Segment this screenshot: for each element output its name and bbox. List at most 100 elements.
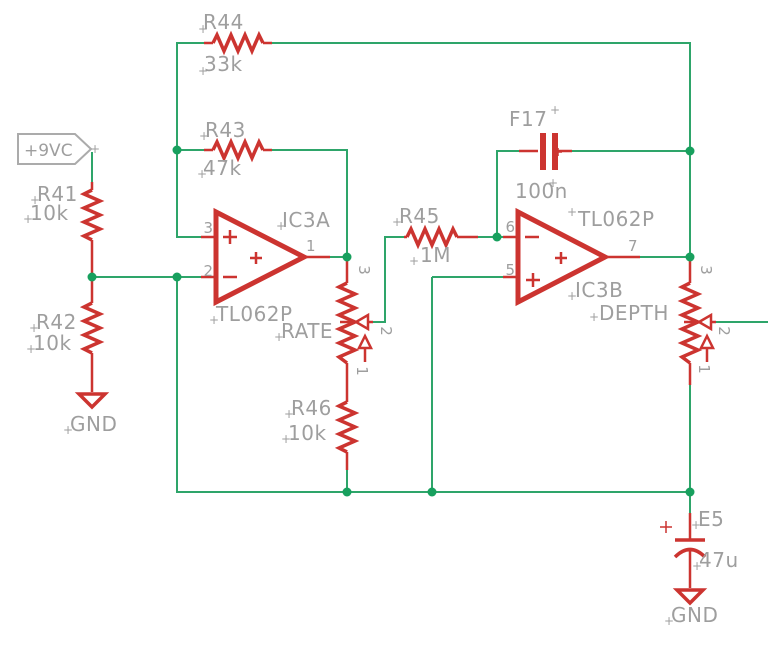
refdes: R44 [203, 10, 244, 34]
resistor-r41[interactable]: R41 10k + + [23, 182, 102, 242]
refdes: R43 [205, 118, 246, 142]
resistor-r44[interactable]: R44 33k + + [198, 10, 265, 78]
opamp-triangle [515, 207, 611, 307]
origin-cross: + [664, 614, 674, 628]
resistor-symbol [211, 33, 265, 53]
junction-dot [492, 232, 502, 242]
junction-dot [685, 487, 695, 497]
origin-cross: + [23, 212, 33, 226]
refdes: IC3A [282, 208, 330, 232]
resistor-r42[interactable]: R42 10k + + [26, 301, 102, 356]
gnd-label: GND [70, 412, 117, 436]
refdes: RATE [281, 319, 333, 343]
wire-r43-to-opamp-a-out[interactable] [272, 149, 348, 257]
origin-cross: + [198, 64, 208, 78]
resistor-symbol [82, 188, 102, 242]
wiper-arrow [696, 312, 713, 332]
noninv-plus-mark [526, 273, 540, 287]
junction-dot [685, 146, 695, 156]
origin-cross: + [30, 193, 40, 207]
opamp-ic3b[interactable]: 6 5 7 TL062P IC3B + + [505, 205, 655, 307]
pin-number-out: 7 [628, 237, 638, 255]
junction-dot [87, 272, 97, 282]
origin-cross: + [550, 103, 560, 117]
ground-right[interactable]: GND + [664, 588, 718, 628]
pin-wiper-number: 2 [715, 326, 733, 336]
value: 1M [420, 243, 451, 267]
supply-flag-label: +9VC [24, 141, 73, 161]
origin-cross: + [691, 518, 701, 532]
opamp-ic3a[interactable]: 3 2 1 IC3A TL062P + + [203, 207, 330, 327]
origin-cross: + [199, 129, 209, 143]
pin-number-inv: 2 [203, 262, 213, 280]
value: 10k [33, 331, 72, 355]
wire-opamp-a-noninv-net[interactable] [176, 42, 204, 238]
supply-flag-9vc[interactable]: +9VC + [17, 133, 100, 165]
pin-wiper-number: 2 [377, 326, 395, 336]
capacitor-e5[interactable]: E5 47u + + [660, 507, 739, 573]
wire-rate-wiper-to-r45[interactable] [373, 236, 404, 323]
wire-pin5-to-bus[interactable] [431, 276, 503, 492]
resistor-symbol [82, 301, 102, 355]
adjust-arrow-head [698, 333, 716, 350]
center-plus-mark [250, 252, 262, 264]
value: 47u [699, 548, 739, 572]
refdes: F17 [509, 107, 547, 131]
value: 33k [204, 52, 243, 76]
gnd-label: GND [671, 603, 718, 627]
origin-cross: + [276, 219, 286, 233]
origin-cross: + [589, 310, 599, 324]
opamp-triangle [213, 207, 310, 307]
value: 47k [203, 156, 242, 180]
value: 100n [515, 179, 568, 203]
potentiometer-rate[interactable]: RATE + 3 2 1 [274, 265, 395, 376]
refdes: E5 [698, 507, 724, 531]
origin-cross: + [548, 176, 558, 190]
resistor-r45[interactable]: R45 1M + + [392, 204, 459, 268]
origin-cross: + [567, 289, 577, 303]
potentiometer-depth[interactable]: DEPTH + 3 2 1 [589, 265, 733, 374]
cap-plate-curved [673, 547, 707, 559]
origin-cross: + [29, 321, 39, 335]
junction-dot [427, 487, 437, 497]
refdes: R45 [399, 204, 440, 228]
junction-dot [172, 272, 182, 282]
junction-dots [87, 145, 695, 497]
part-name: TL062P [577, 207, 655, 231]
refdes: R42 [36, 310, 77, 334]
origin-cross: + [198, 22, 208, 36]
gnd-triangle-icon [77, 392, 107, 409]
pin-number-noninv: 5 [505, 261, 515, 279]
pin-number-inv: 6 [505, 218, 515, 236]
origin-cross: + [197, 167, 207, 181]
pin-bottom-number: 1 [353, 366, 371, 376]
wire-r44-to-right-bus[interactable] [272, 42, 691, 257]
resistor-r46[interactable]: R46 10k + + [281, 396, 357, 454]
pin-bottom-number: 1 [695, 364, 713, 374]
wire-f17-left-riser[interactable] [496, 150, 519, 237]
component-stubs [90, 41, 692, 588]
net-wires[interactable] [91, 42, 768, 513]
resistor-symbol [337, 400, 357, 454]
ground-left[interactable]: GND + [63, 392, 117, 437]
origin-cross: + [392, 215, 402, 229]
cap-plate [540, 133, 546, 170]
origin-cross: + [281, 432, 291, 446]
origin-cross: + [692, 559, 702, 573]
wire-vref-bus[interactable] [176, 277, 690, 493]
refdes: R41 [37, 182, 78, 206]
pin-top-number: 3 [355, 265, 373, 275]
center-plus-mark [555, 252, 567, 264]
origin-cross: + [284, 407, 294, 421]
capacitor-f17[interactable]: F17 100n + + [509, 103, 568, 203]
pin-top-number: 3 [697, 265, 715, 275]
gnd-triangle-icon [675, 588, 705, 605]
polarity-plus-mark [660, 521, 672, 533]
origin-cross: + [567, 205, 577, 219]
junction-dot [342, 487, 352, 497]
noninv-plus-mark [223, 230, 237, 244]
part-name: TL062P [215, 302, 293, 326]
refdes: IC3B [575, 278, 623, 302]
resistor-r43[interactable]: R43 47k + + [197, 118, 265, 181]
